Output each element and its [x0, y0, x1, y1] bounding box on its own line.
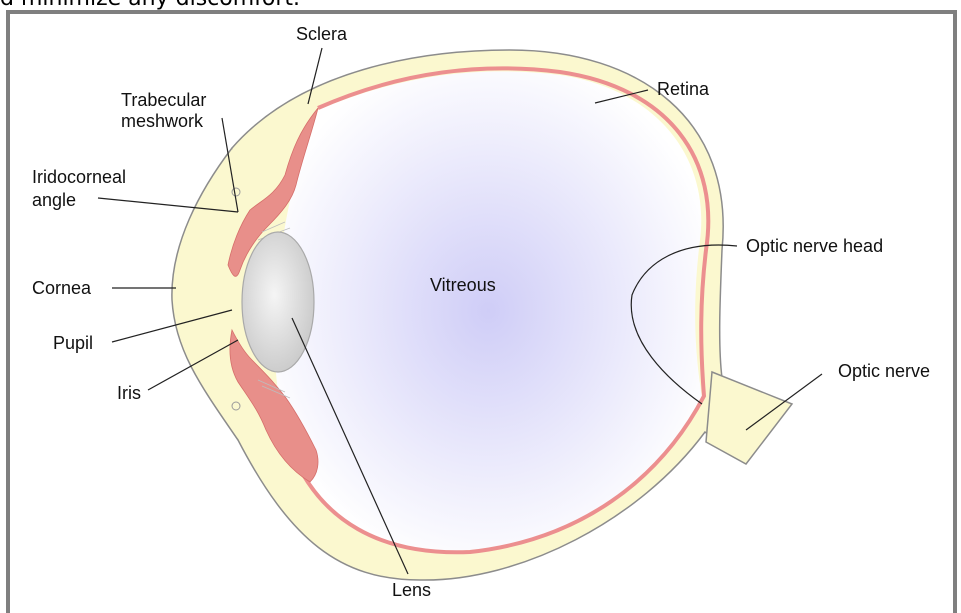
label-retina: Retina	[657, 79, 710, 99]
label-trabecular-line1: Trabecular	[121, 90, 206, 110]
optic-nerve-bundle	[706, 372, 792, 464]
label-cornea: Cornea	[32, 278, 92, 298]
label-lens: Lens	[392, 580, 431, 600]
lens	[242, 232, 314, 372]
label-iridocorneal-line1: Iridocorneal	[32, 167, 126, 187]
label-sclera: Sclera	[296, 24, 348, 44]
label-iridocorneal-line2: angle	[32, 190, 76, 210]
label-optic-nerve-head: Optic nerve head	[746, 236, 883, 256]
label-iris: Iris	[117, 383, 141, 403]
label-optic-nerve: Optic nerve	[838, 361, 930, 381]
cornea	[172, 148, 238, 440]
label-vitreous: Vitreous	[430, 275, 496, 295]
label-trabecular-line2: meshwork	[121, 111, 204, 131]
label-pupil: Pupil	[53, 333, 93, 353]
